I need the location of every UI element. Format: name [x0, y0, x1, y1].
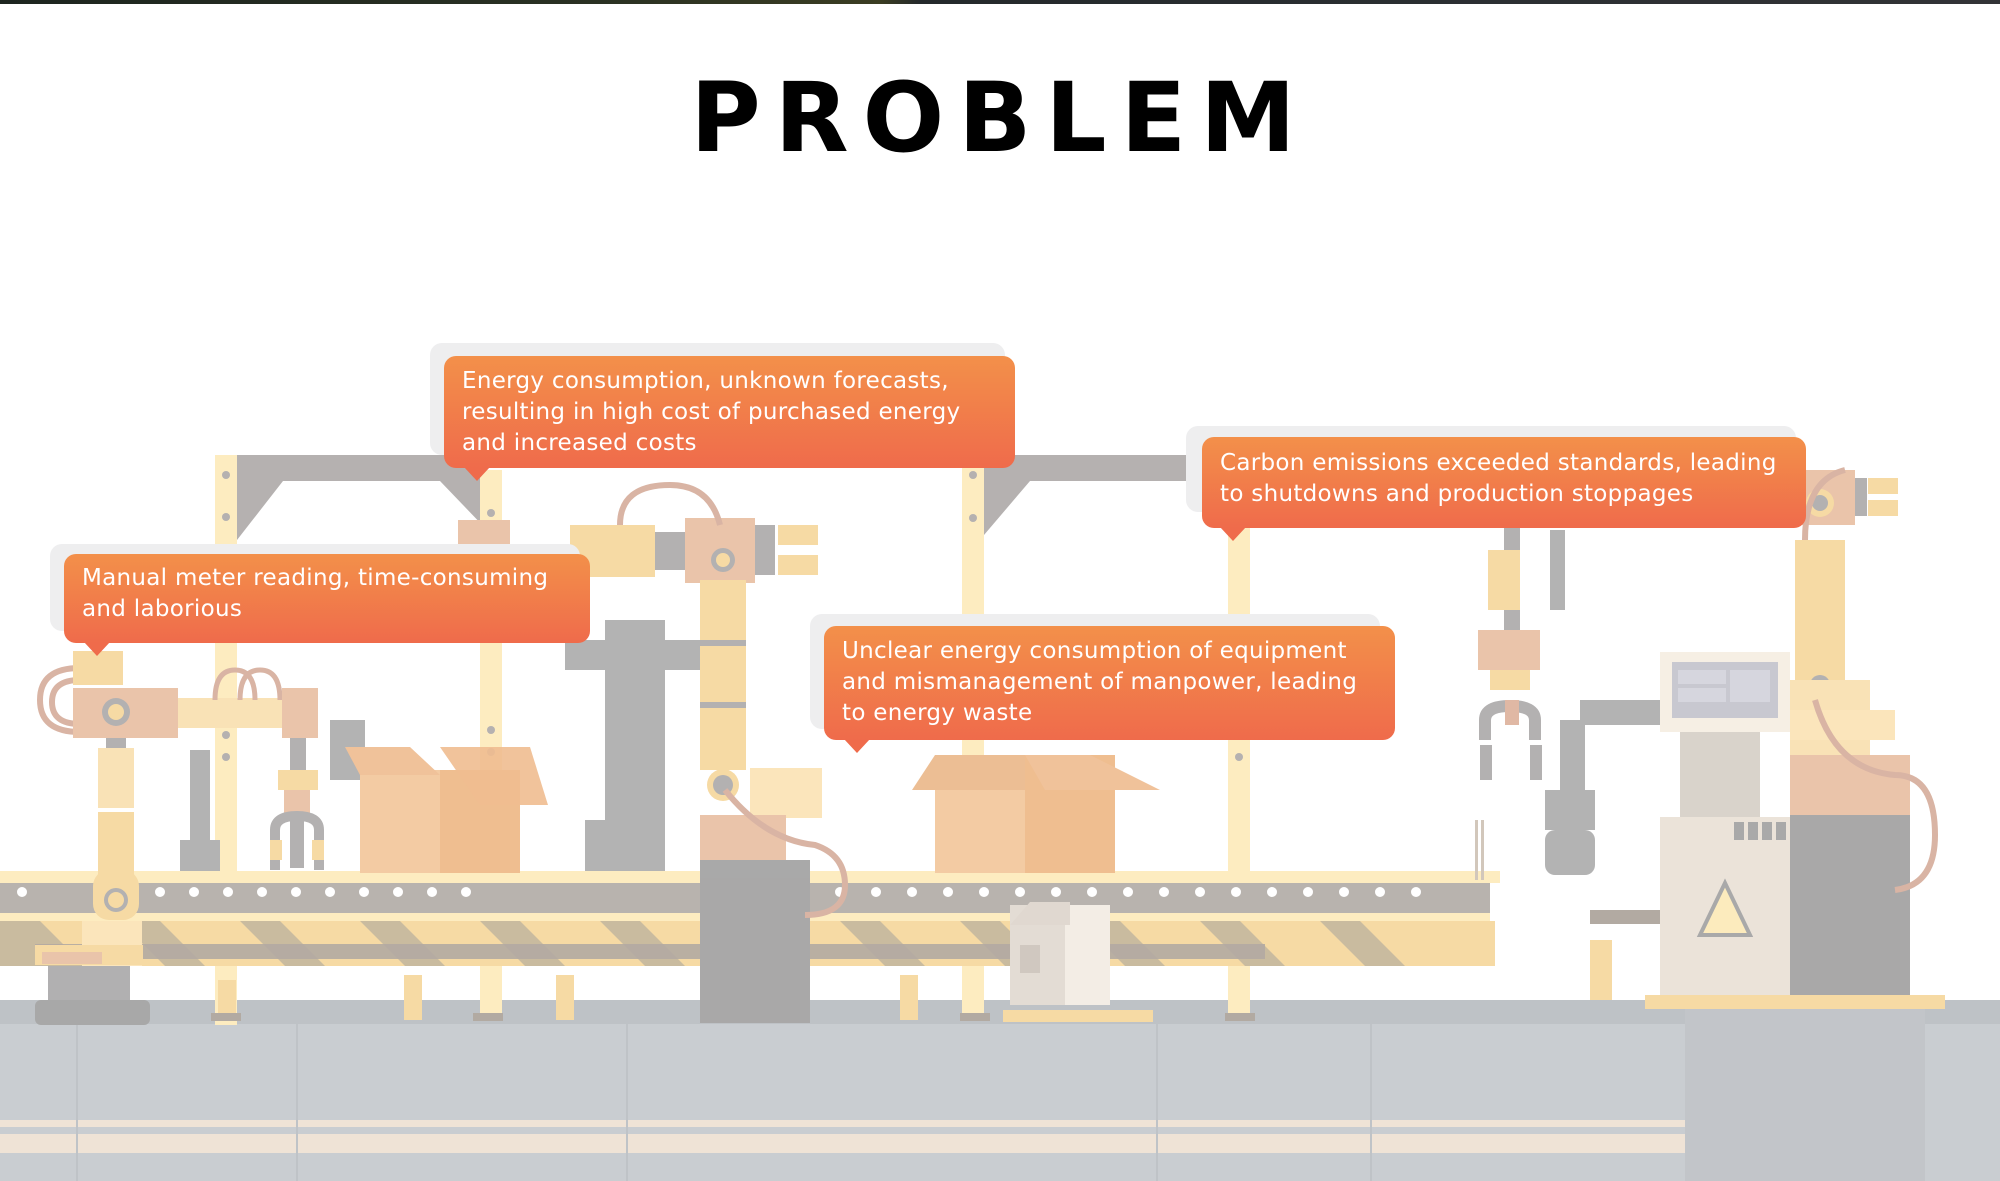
- top-window-strip: [0, 0, 2000, 4]
- callout-unclear-consumption: Unclear energy consumption of equipment …: [810, 614, 1400, 764]
- gripper-claw-icon: [270, 738, 324, 870]
- page-title: PROBLEM: [690, 62, 1310, 174]
- callout-carbon-emissions: Carbon emissions exceeded standards, lea…: [1186, 426, 1816, 546]
- callout-pointer: [84, 642, 110, 656]
- cardboard-box-icon: [912, 755, 1160, 873]
- conveyor-belt: [0, 871, 1680, 1021]
- callout-text: Carbon emissions exceeded standards, lea…: [1220, 450, 1777, 507]
- callout-box: Unclear energy consumption of equipment …: [824, 626, 1395, 753]
- robot-arm-icon: [458, 481, 849, 1023]
- control-panel-icon: [1003, 902, 1153, 1022]
- callout-manual-meter: Manual meter reading, time-consuming and…: [50, 544, 595, 664]
- control-panel-icon: [1660, 652, 1790, 1002]
- callout-energy-forecast: Energy consumption, unknown forecasts, r…: [430, 343, 1020, 483]
- callout-pointer: [844, 739, 870, 753]
- cardboard-box-icon: [345, 747, 548, 873]
- callout-pointer: [464, 467, 490, 481]
- robot-arm-icon: [35, 651, 318, 1025]
- callout-text: Manual meter reading, time-consuming and…: [82, 565, 549, 622]
- gripper-claw-icon: [1475, 520, 1542, 880]
- callout-box: Manual meter reading, time-consuming and…: [64, 554, 590, 656]
- callout-text: Unclear energy consumption of equipment …: [842, 638, 1358, 726]
- callout-text: Energy consumption, unknown forecasts, r…: [462, 368, 961, 456]
- background-machinery: [180, 530, 1715, 890]
- robot-arm-icon: [1645, 467, 1945, 1009]
- factory-floor: [0, 1000, 2000, 1181]
- warning-triangle-icon: [1696, 878, 1754, 937]
- callout-pointer: [1220, 527, 1246, 541]
- callout-box: Energy consumption, unknown forecasts, r…: [444, 356, 1015, 481]
- callout-box: Carbon emissions exceeded standards, lea…: [1202, 437, 1806, 541]
